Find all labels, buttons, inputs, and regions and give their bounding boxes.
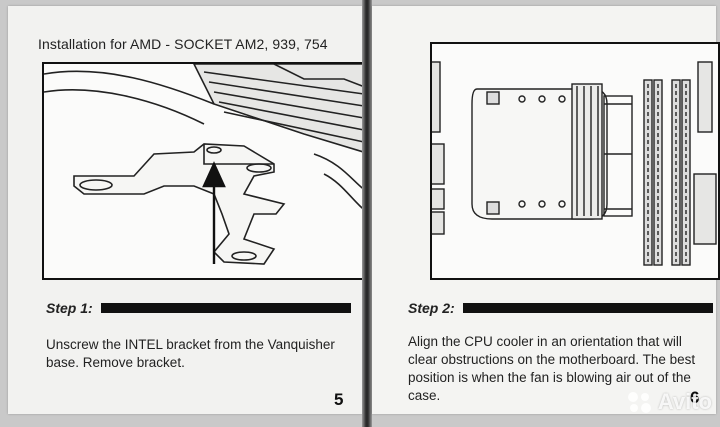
avito-watermark: Avito	[626, 389, 712, 415]
page-number-right: 6	[690, 388, 700, 407]
left-page: Installation for AMD - SOCKET AM2, 939, …	[8, 6, 372, 414]
motherboard-illustration	[430, 42, 720, 280]
step-1-heading: Step 1:	[46, 298, 351, 318]
step-1-instruction: Unscrew the INTEL bracket from the Vanqu…	[46, 337, 335, 370]
bracket-illustration	[42, 62, 372, 280]
motherboard-drawing	[432, 61, 717, 266]
step-1-label: Step 1:	[46, 300, 93, 316]
step-2-bar	[462, 303, 713, 313]
page-number-left: 5	[334, 390, 344, 409]
avito-wordmark: Avito	[657, 389, 712, 414]
avito-logo-icon	[627, 392, 651, 413]
step-1-bar	[100, 303, 351, 313]
book-spine	[362, 0, 372, 427]
bracket-drawing	[44, 64, 370, 265]
step-2-heading: Step 2:	[408, 298, 713, 318]
step-2-label: Step 2:	[408, 300, 455, 316]
right-page: Step 2: Align the CPU cooler in an orien…	[372, 6, 720, 414]
step-2-instruction: Align the CPU cooler in an orientation t…	[408, 334, 696, 403]
installation-header: Installation for AMD - SOCKET AM2, 939, …	[38, 36, 328, 52]
